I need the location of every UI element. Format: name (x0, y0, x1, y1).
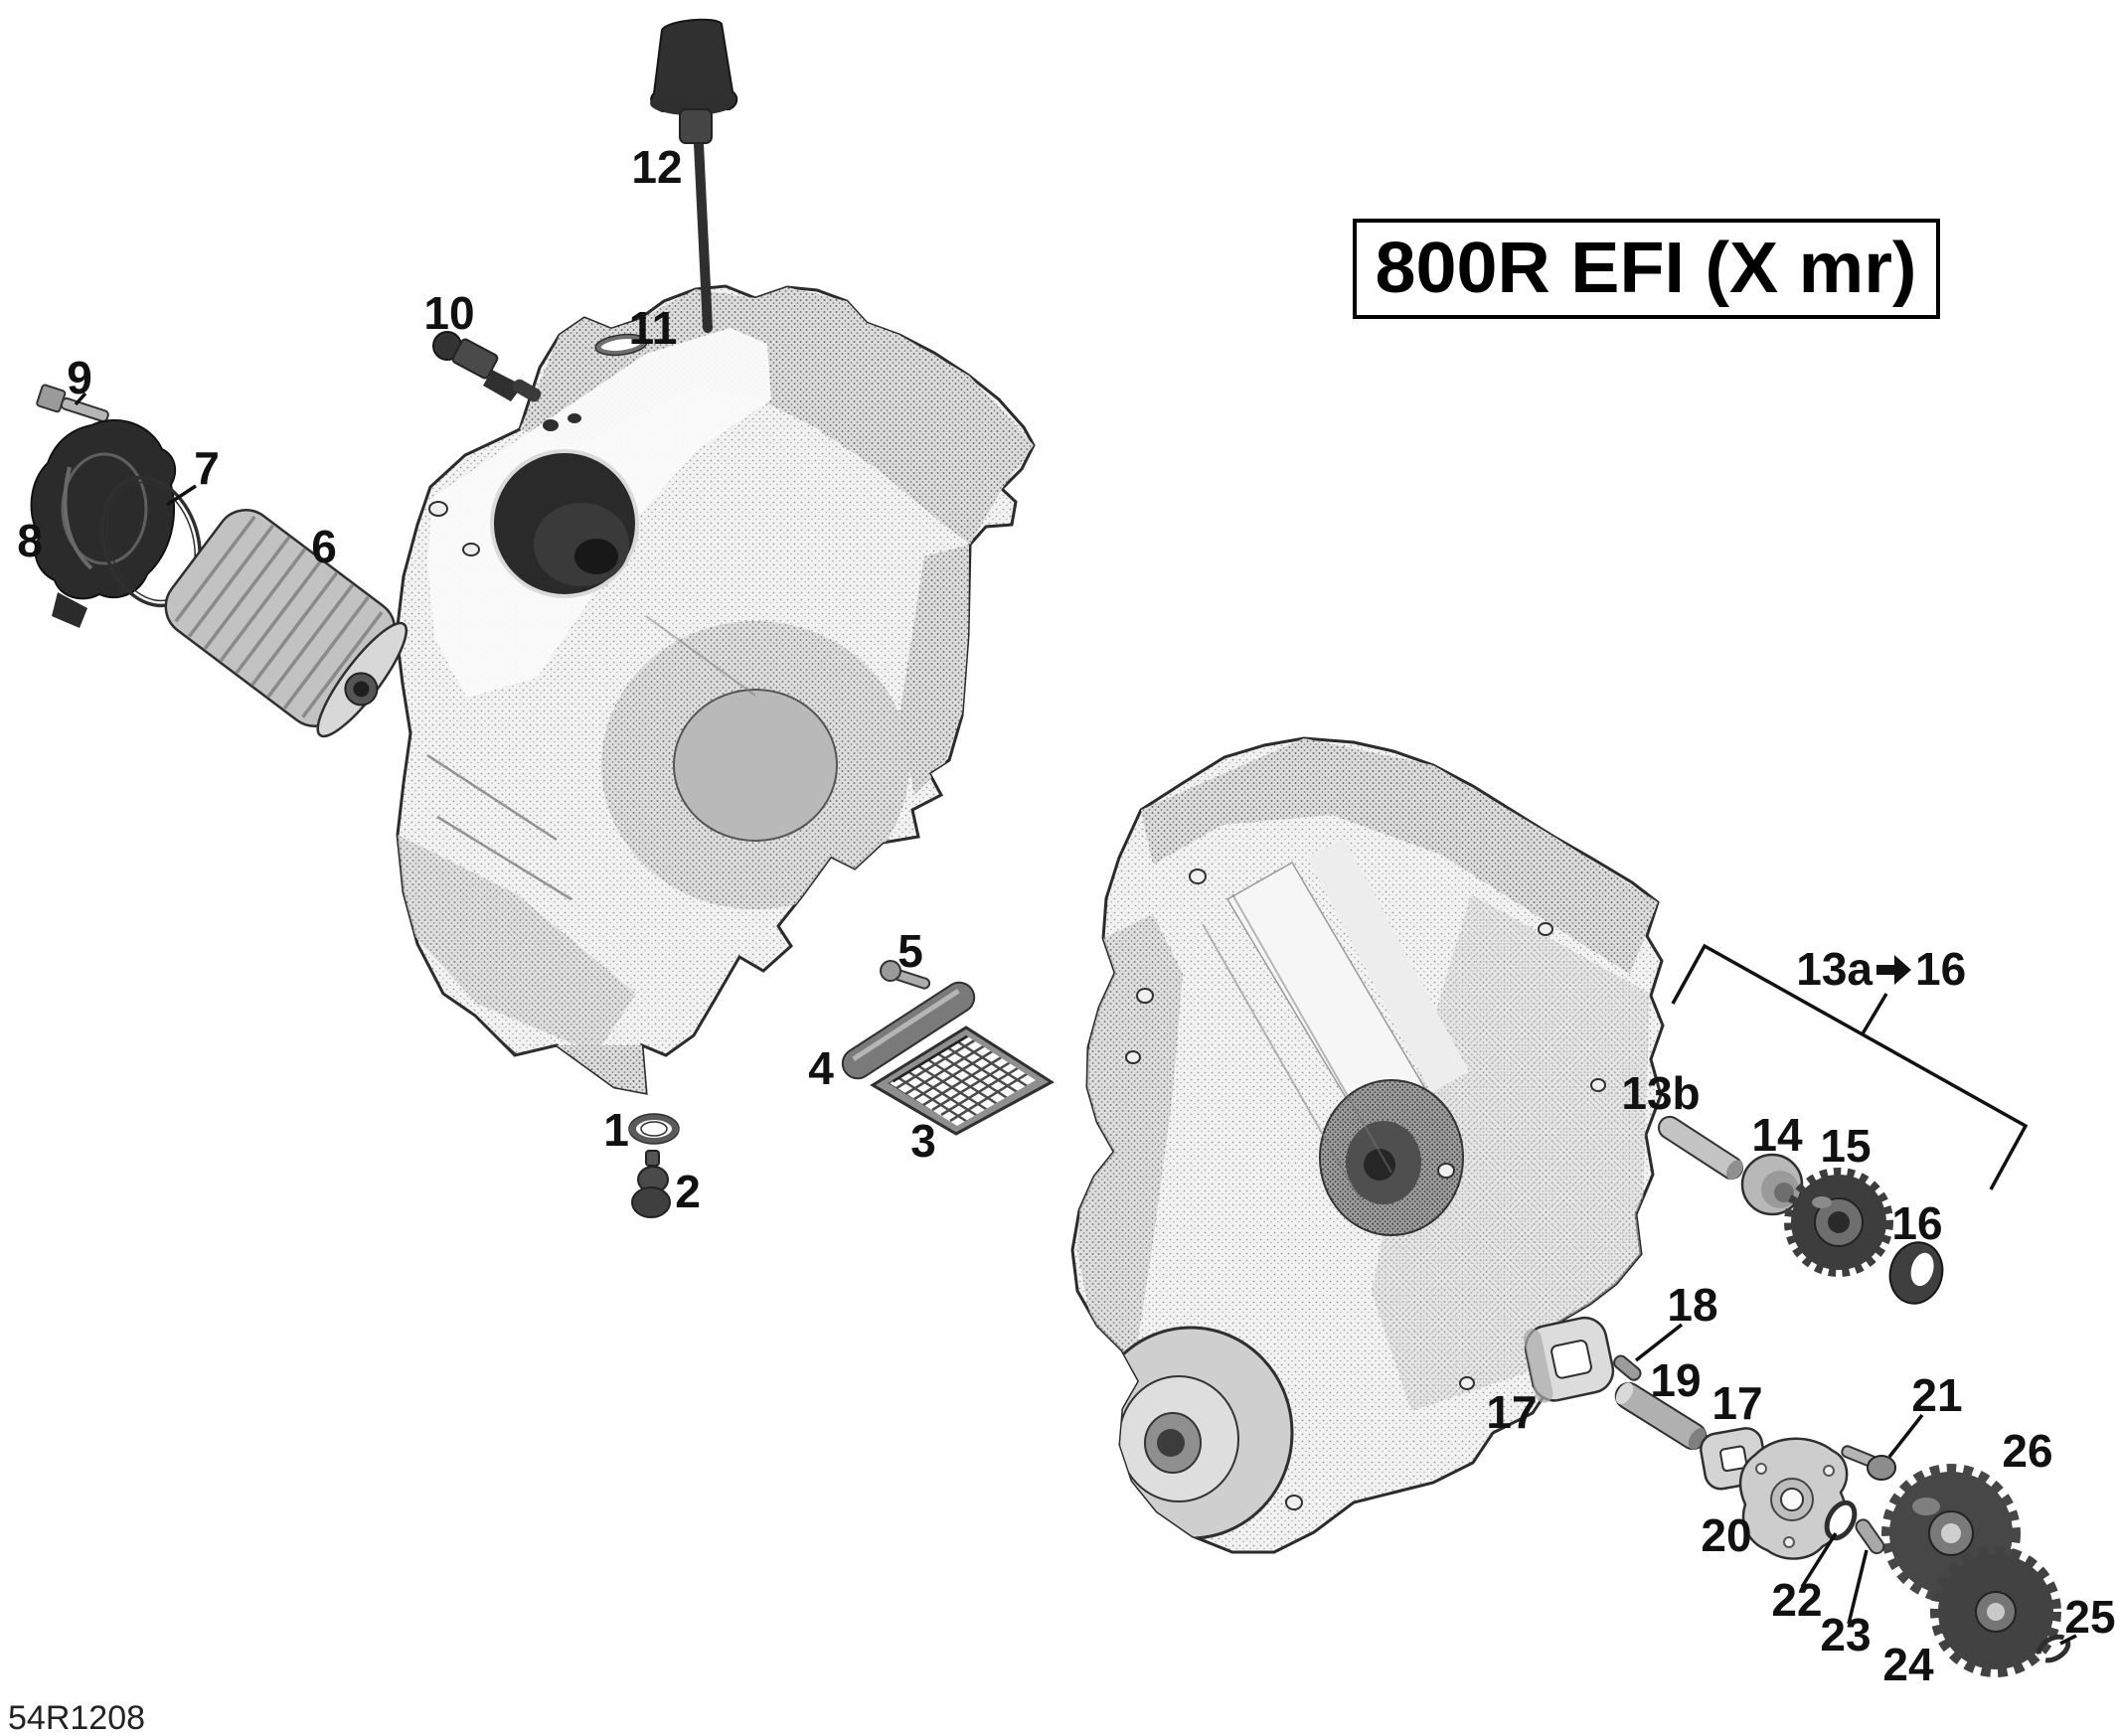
part-12-dipstick (650, 18, 738, 333)
leader-9 (74, 392, 87, 406)
leader-7 (166, 484, 197, 507)
callout-12: 12 (631, 141, 682, 193)
callout-17a: 17 (1486, 1386, 1537, 1438)
part-1-o-ring (628, 1113, 680, 1145)
part-17-pump-rotor-outer (1523, 1316, 1615, 1403)
callout-18: 18 (1667, 1279, 1717, 1331)
leader-25 (2059, 1634, 2077, 1646)
callout-19: 19 (1650, 1354, 1701, 1406)
part-15-pump-gear (1784, 1168, 1893, 1277)
part-21-bolt (1841, 1445, 1896, 1481)
part-10-oil-pressure-sensor (432, 331, 542, 402)
left-crankcase-half (395, 284, 1036, 1095)
left-crankcase-shading (398, 287, 1034, 1093)
part-14-bushing (1740, 1153, 1804, 1216)
title-text: 800R EFI (X mr) (1376, 229, 1917, 308)
right-crankcase-half (1070, 736, 1665, 1554)
callout-23: 23 (1820, 1609, 1871, 1660)
part-24-driven-gear (1930, 1546, 2061, 1677)
callout-16: 16 (1891, 1197, 1942, 1249)
callout-13a: 13a (1796, 943, 1873, 995)
part-11-washer (594, 333, 648, 357)
callout-3: 3 (910, 1115, 936, 1167)
callout-26: 26 (2002, 1425, 2052, 1477)
part-16-seal-ring (1888, 1241, 1944, 1305)
callout-6: 6 (311, 521, 337, 572)
leader-lines (74, 392, 2077, 1646)
callout-7: 7 (194, 442, 220, 494)
callout-5: 5 (897, 925, 923, 977)
callout-10: 10 (423, 287, 474, 339)
callout-9: 9 (67, 352, 92, 403)
bracket-13a-16 (1671, 943, 2029, 1190)
callout-2: 2 (675, 1166, 701, 1217)
callout-16-target: 16 (1915, 943, 1966, 995)
part-20-pump-cover (1738, 1437, 1849, 1560)
callout-4: 4 (808, 1042, 834, 1094)
part-6-oil-filter (164, 509, 408, 738)
callout-1: 1 (603, 1104, 629, 1156)
drawing-code: 54R1208 (8, 1699, 145, 1736)
callout-11: 11 (629, 302, 678, 354)
callout-21: 21 (1911, 1369, 1962, 1421)
callout-13a-to-16: 13a 16 (1796, 943, 1966, 995)
leader-18 (1634, 1323, 1684, 1362)
part-18-pin (1613, 1354, 1642, 1381)
callout-14: 14 (1751, 1109, 1803, 1161)
leader-21 (1887, 1413, 1924, 1459)
callout-labels: 1 2 3 4 5 6 7 8 9 10 11 12 13b 14 15 16 … (17, 141, 2115, 1690)
part-13b-pin (1657, 1115, 1744, 1181)
callout-25: 25 (2064, 1591, 2115, 1643)
bracket-13a-16-connector (1860, 993, 1888, 1036)
callout-8: 8 (17, 515, 43, 566)
callout-20: 20 (1701, 1509, 1751, 1561)
part-4-strainer-bar (841, 981, 976, 1080)
part-2-drain-plug (631, 1150, 671, 1218)
leader-23 (1847, 1549, 1869, 1625)
part-3-strainer-screen (870, 1026, 1055, 1136)
callout-13b: 13b (1621, 1067, 1700, 1119)
leader-22 (1800, 1532, 1838, 1588)
callout-24: 24 (1882, 1639, 1934, 1690)
callout-15: 15 (1820, 1120, 1871, 1172)
callout-22: 22 (1771, 1574, 1822, 1626)
callout-17b: 17 (1712, 1377, 1762, 1429)
part-9-bolt (36, 384, 109, 423)
right-crankcase-shading (1077, 738, 1658, 1540)
part-23-pin (1855, 1518, 1885, 1555)
title-box: 800R EFI (X mr) (1353, 219, 1940, 319)
arrow-right-icon (1876, 955, 1911, 985)
part-5-bolt (880, 960, 931, 990)
